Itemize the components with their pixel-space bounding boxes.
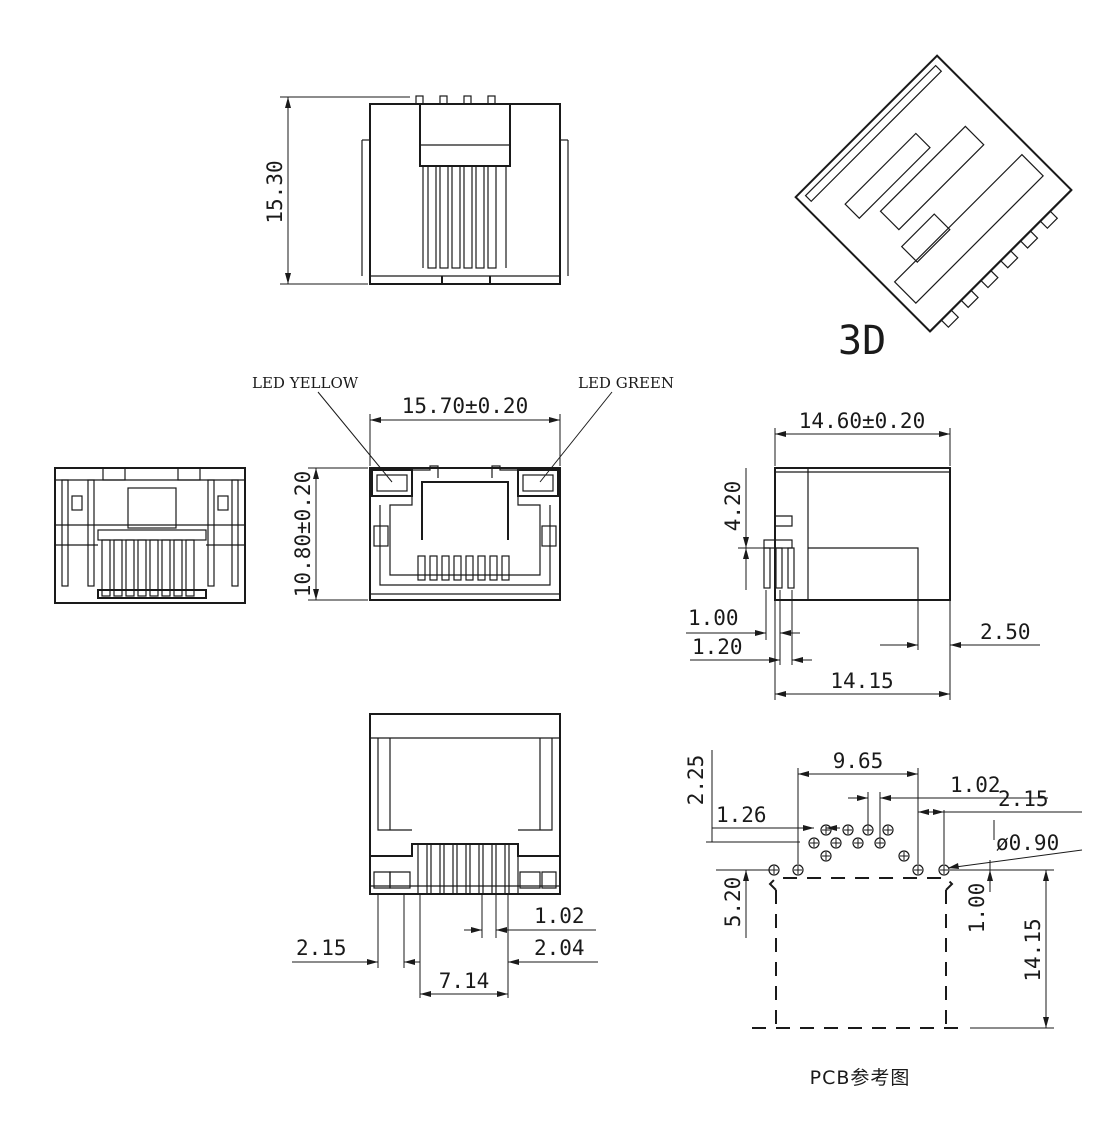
top-height-dim: 15.30 [263, 160, 287, 223]
front-width-dim: 15.70±0.20 [402, 394, 528, 418]
bottom-dim-1-02: 1.02 [534, 904, 585, 928]
bottom-dim-7-14: 7.14 [439, 969, 490, 993]
side-dim-14-15: 14.15 [830, 669, 893, 693]
bottom-view: 2.15 1.02 2.04 7.14 [292, 713, 598, 998]
bottom-dim-2-15: 2.15 [296, 936, 347, 960]
side-dim-1-20: 1.20 [692, 635, 743, 659]
pcb-dim-1-26: 1.26 [716, 803, 767, 827]
pcb-hole-dim: ø0.90 [996, 831, 1059, 855]
pcb-dim-5-20: 5.20 [721, 877, 745, 928]
side-width-dim: 14.60±0.20 [799, 409, 925, 433]
top-view: 15.30 [263, 95, 569, 285]
pcb-dim-9-65: 9.65 [833, 749, 884, 773]
pcb-dim-2-25: 2.25 [684, 755, 708, 806]
led-yellow-label: LED YELLOW [252, 374, 359, 392]
pcb-view: 2.25 9.65 1.02 2.15 1.26 ø0.90 [684, 749, 1083, 1089]
pcb-dim-1-00: 1.00 [965, 883, 989, 934]
rear-view [54, 467, 246, 604]
front-view: LED YELLOW LED GREEN 15.70±0.20 10.80±0.… [252, 374, 674, 601]
side-dim-4-20: 4.20 [721, 481, 745, 532]
bottom-dim-2-04: 2.04 [534, 936, 585, 960]
led-green-label: LED GREEN [578, 374, 674, 392]
pcb-dim-1-02: 1.02 [950, 773, 1001, 797]
front-height-dim: 10.80±0.20 [291, 471, 315, 597]
side-dim-1-00: 1.00 [688, 606, 739, 630]
3d-view [794, 54, 1073, 333]
side-dim-2-50: 2.50 [980, 620, 1031, 644]
side-view: 14.60±0.20 4.20 1.00 1.20 2.50 14.1 [686, 409, 1040, 700]
pcb-dim-2-15: 2.15 [998, 787, 1049, 811]
3d-label: 3D [838, 318, 886, 364]
pcb-caption: PCB参考图 [810, 1067, 911, 1089]
pcb-dim-14-15: 14.15 [1021, 918, 1045, 981]
